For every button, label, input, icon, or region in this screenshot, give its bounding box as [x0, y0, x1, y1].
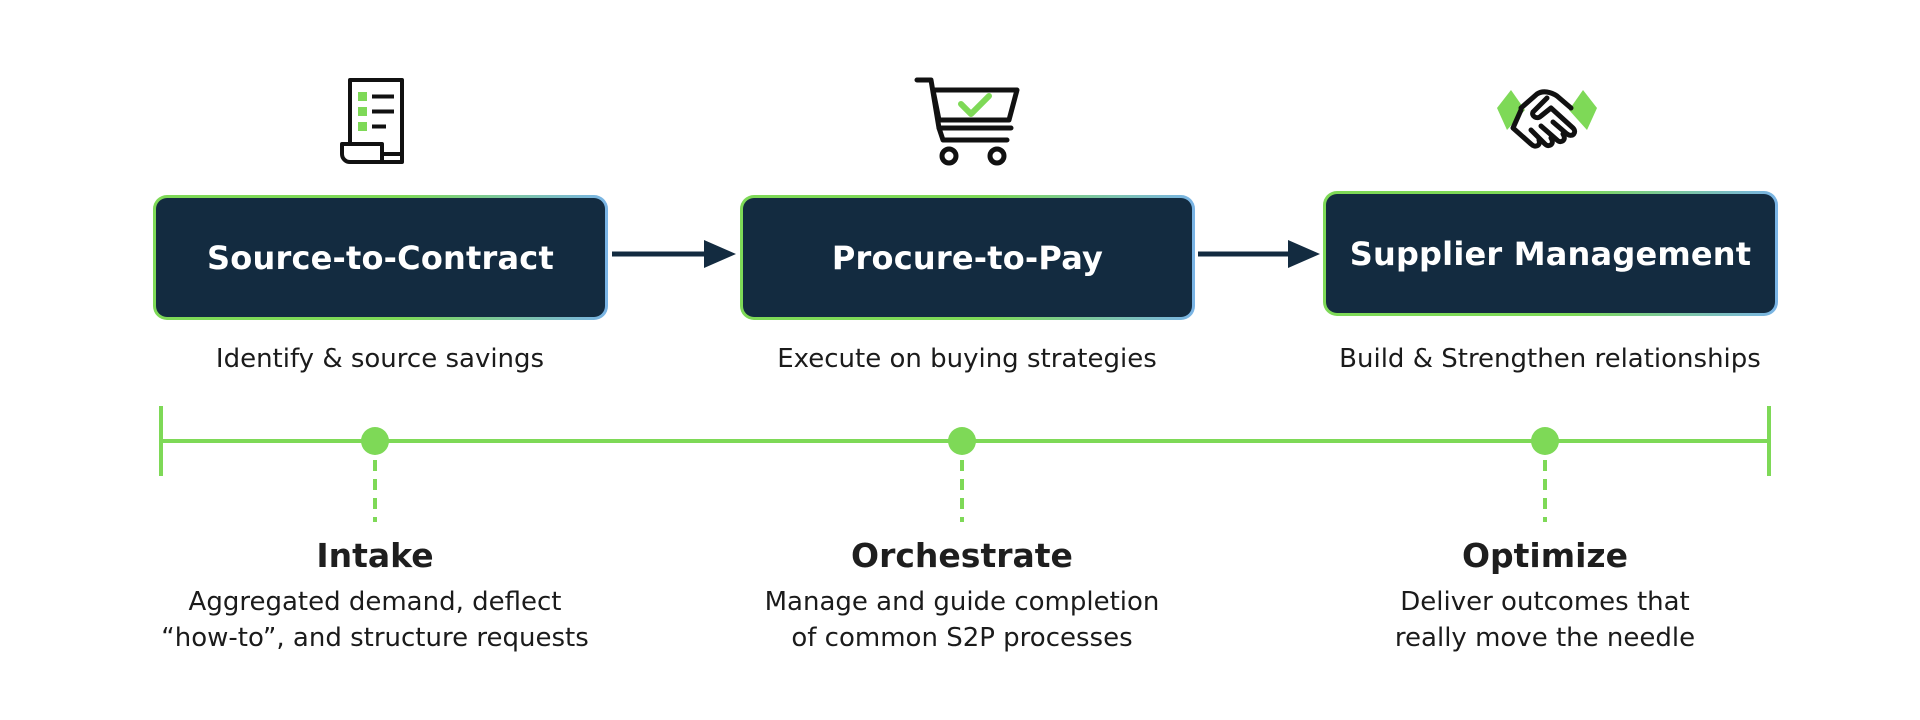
phase-description-orchestrate: Manage and guide completion of common S2… [702, 584, 1222, 656]
phase-title-orchestrate: Orchestrate [851, 536, 1073, 575]
flow-arrow-2 [1198, 234, 1320, 274]
timeline-node-optimize [1531, 427, 1559, 455]
arrow-right-icon [612, 240, 736, 268]
phase-description-line: of common S2P processes [791, 623, 1133, 653]
timeline-node-intake [361, 427, 389, 455]
document-list-icon [320, 72, 440, 172]
handshake-icon [1487, 72, 1607, 172]
stage-description: Identify & source savings [215, 344, 545, 374]
phase-description-optimize: Deliver outcomes that really move the ne… [1285, 584, 1805, 656]
flow-arrow-1 [612, 234, 737, 274]
stage-box-source-to-contract: Source-to-Contract [153, 195, 608, 320]
stage-description: Execute on buying strategies [777, 344, 1157, 374]
phase-description-line: Deliver outcomes that [1400, 587, 1690, 617]
stage-description: Build & Strengthen relationships [1339, 344, 1761, 374]
phase-description-line: “how-to”, and structure requests [161, 623, 589, 653]
phase-description-line: really move the needle [1394, 623, 1696, 653]
arrow-right-icon [1198, 240, 1320, 268]
shopping-cart-check-icon-graphic [914, 77, 1020, 166]
stage-title: Procure-to-Pay [831, 238, 1104, 277]
handshake-icon-graphic [1497, 89, 1597, 149]
phase-title-intake: Intake [316, 536, 434, 575]
phase-description-intake: Aggregated demand, deflect “how-to”, and… [115, 584, 635, 656]
phase-title-optimize: Optimize [1461, 536, 1629, 575]
phase-description-line: Manage and guide completion [764, 587, 1160, 617]
timeline-node-orchestrate [948, 427, 976, 455]
stage-title: Source-to-Contract [207, 238, 554, 277]
stage-box-supplier-management: Supplier Management [1323, 191, 1778, 316]
document-list-icon-graphic [340, 78, 404, 164]
stage-title: Supplier Management [1349, 234, 1752, 273]
shopping-cart-check-icon [913, 72, 1033, 172]
phase-description-line: Aggregated demand, deflect [188, 587, 562, 617]
stage-box-procure-to-pay: Procure-to-Pay [740, 195, 1195, 320]
